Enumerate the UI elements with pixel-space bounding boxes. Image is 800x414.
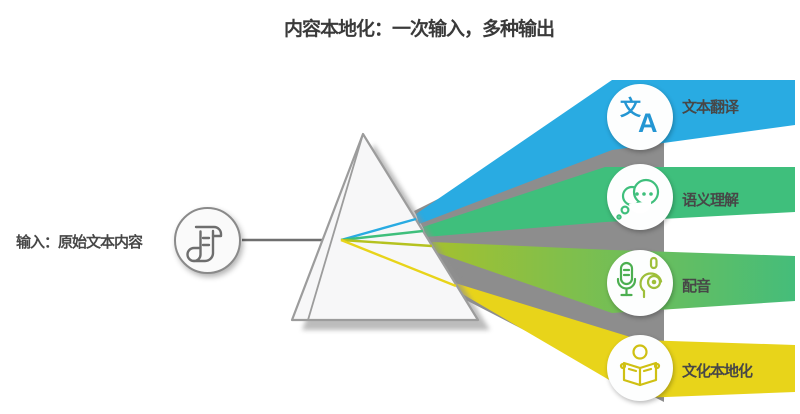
headset-dot <box>651 279 657 285</box>
translate-a-glyph: A <box>638 108 658 138</box>
microphone-glyph <box>616 261 637 297</box>
beam-translation <box>416 80 795 224</box>
scroll-icon <box>186 225 223 263</box>
input-source-circle <box>174 207 241 274</box>
output-label-semantics: 语义理解 <box>682 192 739 209</box>
ray-yellow <box>340 238 457 288</box>
thought-dots <box>635 192 653 196</box>
thought-bubble-glyph <box>616 178 660 220</box>
reading-person-glyph <box>619 344 661 387</box>
ray-green <box>340 229 424 242</box>
refracted-rays <box>340 217 457 288</box>
input-label: 输入：原始文本内容 <box>16 234 143 251</box>
voiceover-glyph <box>616 256 663 299</box>
voiceover-icon <box>607 250 673 316</box>
ray-lime <box>340 238 433 248</box>
output-label-culture: 文化本地化 <box>682 363 753 380</box>
translate-icon: 文 A <box>607 84 673 150</box>
thought-bubble-icon <box>607 164 673 230</box>
translate-wen-glyph: 文 <box>620 97 641 120</box>
page-title: 内容本地化：一次输入，多种输出 <box>283 19 555 40</box>
output-label-translation: 文本翻译 <box>682 99 739 116</box>
ray-blue <box>340 217 417 242</box>
reading-book-icon <box>607 335 673 401</box>
gray-dispersion-fan <box>414 86 664 402</box>
output-label-voiceover: 配音 <box>682 278 711 295</box>
prism-inner-edge <box>307 133 364 321</box>
headset-person-glyph <box>639 256 663 299</box>
